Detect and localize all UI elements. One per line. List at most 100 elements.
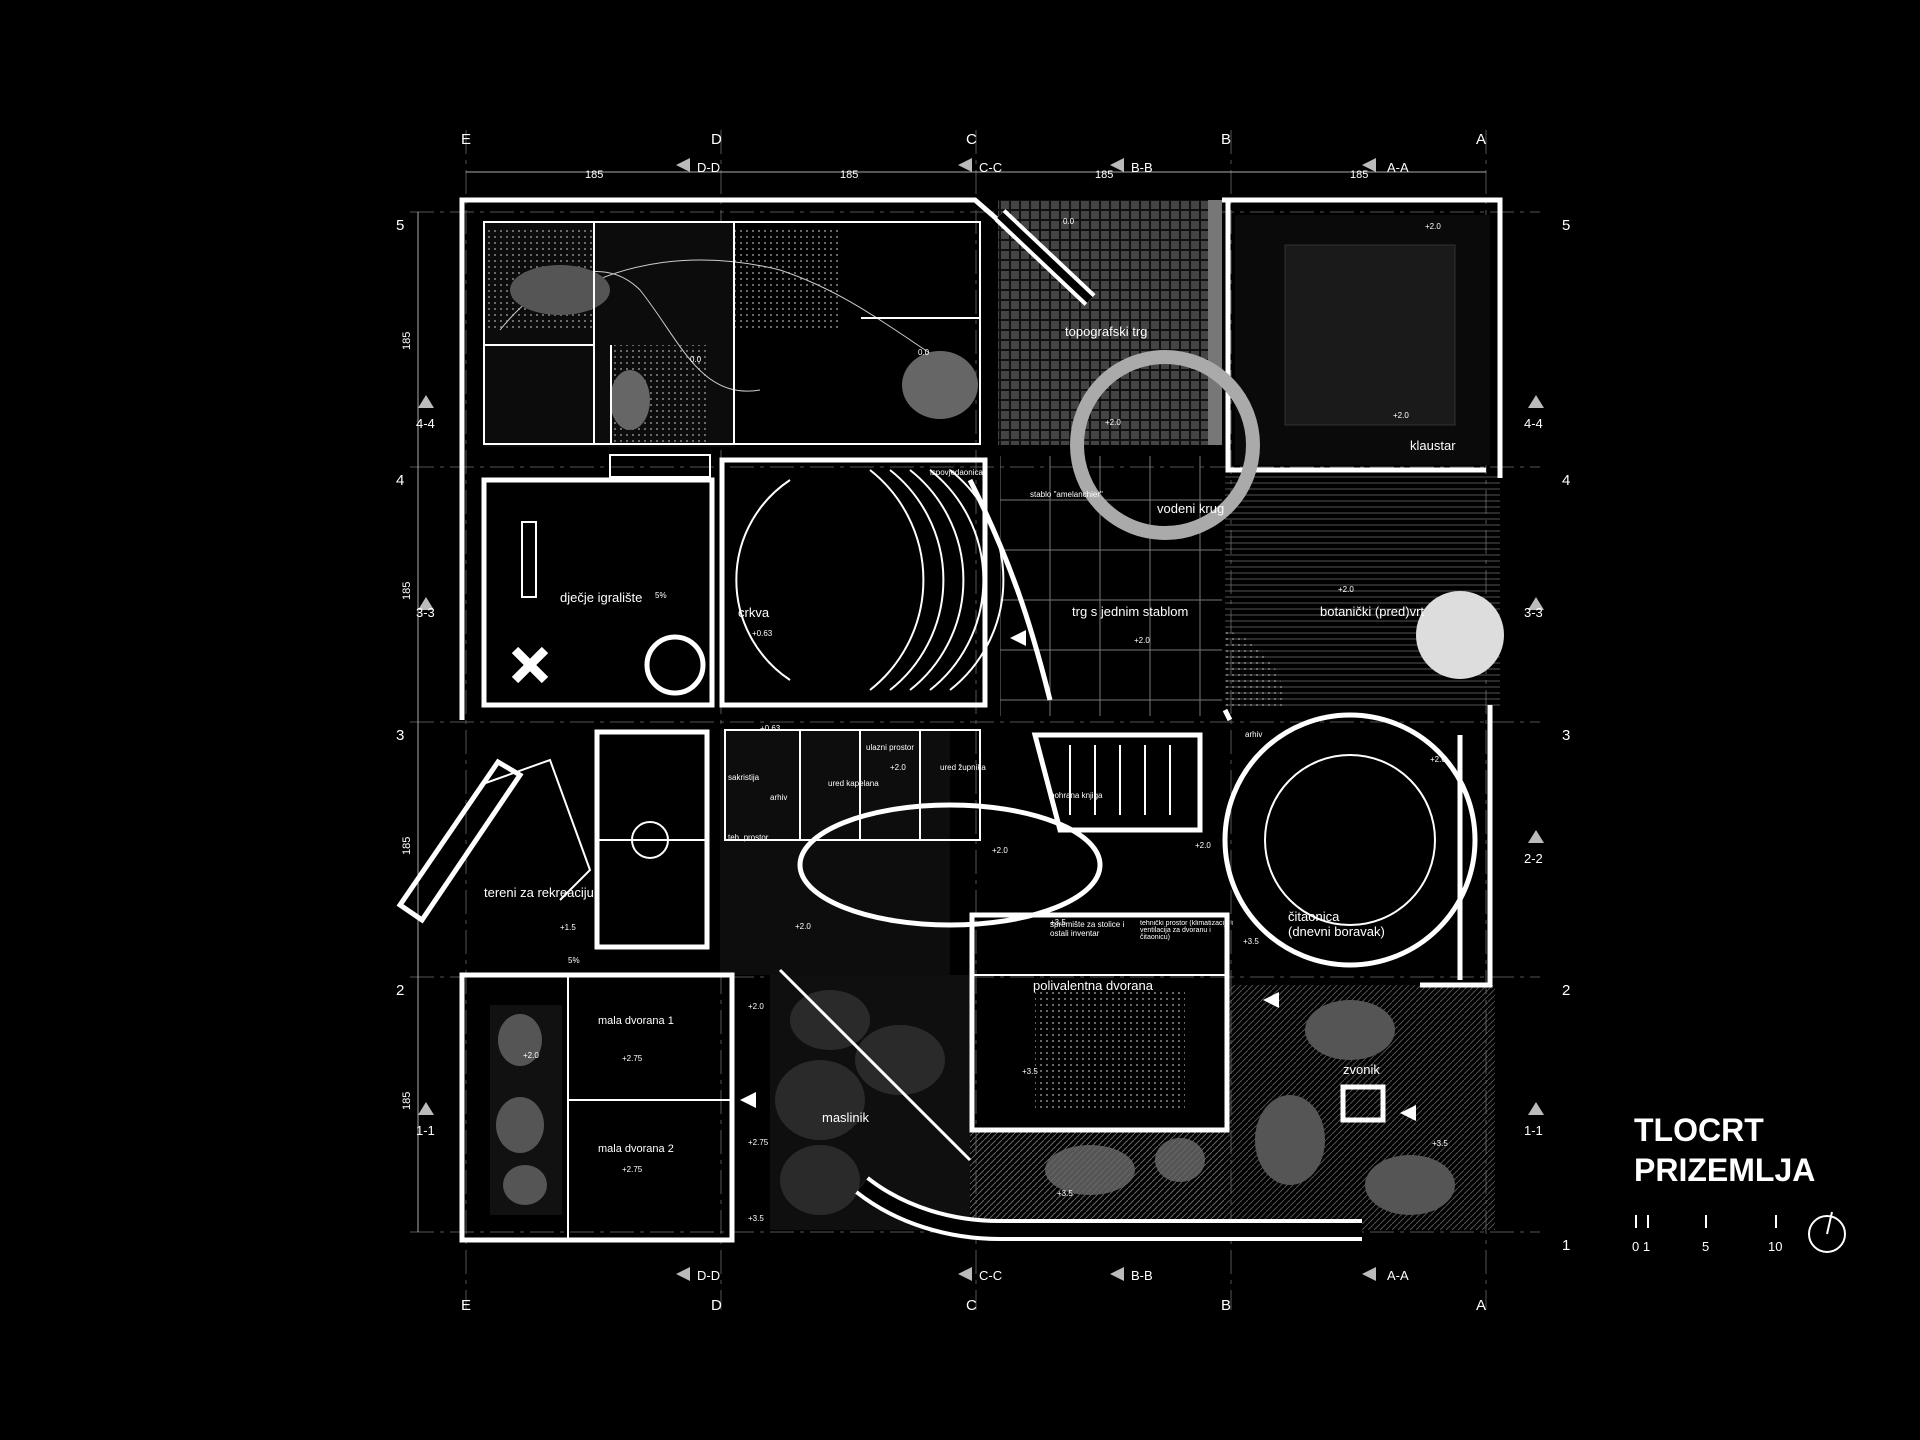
title-line-2: PRIZEMLJA xyxy=(1634,1152,1815,1188)
level-275-b: +2.75 xyxy=(622,1165,643,1174)
level-20-j: +2.0 xyxy=(795,922,811,931)
level-35-d: +3.5 xyxy=(1057,1189,1073,1198)
level-063-b: +0.63 xyxy=(760,724,781,733)
dim-left-1: 185 xyxy=(401,332,413,350)
label-arhiv-2: arhiv xyxy=(1245,730,1262,739)
dim-top-3: 185 xyxy=(1095,169,1113,181)
walls xyxy=(396,197,1503,1243)
row-label-5: 5 xyxy=(396,217,404,234)
label-ured-zupnika: ured župnika xyxy=(940,763,986,772)
label-sakristija: sakristija xyxy=(728,773,760,782)
dim-left-4: 185 xyxy=(401,1092,413,1110)
level-20-g: +2.0 xyxy=(1430,755,1446,764)
section-33-right: 3-3 xyxy=(1524,605,1543,620)
level-20-l: +2.0 xyxy=(523,1051,539,1060)
label-crkva: crkva xyxy=(738,605,770,620)
level-35-c: +3.5 xyxy=(1022,1067,1038,1076)
label-mala-dvorana-2: mala dvorana 2 xyxy=(598,1143,674,1155)
level-063-a: +0.63 xyxy=(752,629,773,638)
label-arhiv: arhiv xyxy=(770,793,787,802)
axis-labels: E D C B A E D C B A 5 4 3 2 5 4 3 2 1 xyxy=(396,131,1570,1314)
row-label-4-right: 4 xyxy=(1562,472,1570,489)
level-pct-b: 5% xyxy=(568,956,580,965)
dim-left-2: 185 xyxy=(401,582,413,600)
level-35-f: +3.5 xyxy=(748,1214,764,1223)
section-33-left: 3-3 xyxy=(416,605,435,620)
level-00-c: 0.0 xyxy=(690,355,702,364)
col-label-b-bottom: B xyxy=(1221,1297,1231,1314)
row-label-2: 2 xyxy=(396,982,404,999)
col-label-c-bottom: C xyxy=(966,1297,977,1314)
level-35-b: +3.5 xyxy=(1243,937,1259,946)
level-20-f: +2.0 xyxy=(890,763,906,772)
section-dd-bottom: D-D xyxy=(697,1268,720,1283)
level-20-i: +2.0 xyxy=(1195,841,1211,850)
section-markers: D-D C-C B-B A-A D-D C-C B-B A-A 4-4 3-3 … xyxy=(416,158,1544,1283)
section-44-right: 4-4 xyxy=(1524,416,1543,431)
level-20-b: +2.0 xyxy=(1105,418,1121,427)
section-11-left: 1-1 xyxy=(416,1123,435,1138)
room-labels: topografski trg klaustar vodeni krug sta… xyxy=(484,324,1456,1155)
row-label-1-right: 1 xyxy=(1562,1237,1570,1254)
level-20-e: +2.0 xyxy=(1338,585,1354,594)
label-topografski-trg: topografski trg xyxy=(1065,324,1147,339)
entrance-arrows xyxy=(740,630,1416,1121)
section-11-right: 1-1 xyxy=(1524,1123,1543,1138)
level-20-a: +2.0 xyxy=(1425,222,1441,231)
level-275-c: +2.75 xyxy=(748,1138,769,1147)
level-20-h: +2.0 xyxy=(992,846,1008,855)
north-arrow-icon xyxy=(1808,1215,1846,1253)
dim-top-1: 185 xyxy=(585,169,603,181)
scale-label-0: 0 1 xyxy=(1632,1239,1650,1254)
col-label-c: C xyxy=(966,131,977,148)
col-label-e-bottom: E xyxy=(461,1297,471,1314)
level-pct-a: 5% xyxy=(655,591,667,600)
row-label-4: 4 xyxy=(396,472,404,489)
label-ispovjedaonica: ispovjedaonica xyxy=(930,468,983,477)
title-block: TLOCRT PRIZEMLJA 0 1 5 10 xyxy=(1632,1112,1846,1254)
label-zvonik: zvonik xyxy=(1343,1062,1380,1077)
label-spremiste: spremište za stolice i ostali inventar xyxy=(1050,920,1124,938)
col-label-d-bottom: D xyxy=(711,1297,722,1314)
label-mala-dvorana-1: mala dvorana 1 xyxy=(598,1015,674,1027)
label-polivalentna: polivalentna dvorana xyxy=(1033,978,1154,993)
label-pohrana-knjiga: pohrana knjiga xyxy=(1050,791,1103,800)
label-vodeni-krug: vodeni krug xyxy=(1157,501,1224,516)
dim-top-2: 185 xyxy=(840,169,858,181)
scale-label-10: 10 xyxy=(1768,1239,1782,1254)
label-klaustar: klaustar xyxy=(1410,438,1456,453)
col-label-b: B xyxy=(1221,131,1231,148)
level-20-c: +2.0 xyxy=(1393,411,1409,420)
level-35-e: +3.5 xyxy=(1432,1139,1448,1148)
section-aa-bottom: A-A xyxy=(1387,1268,1409,1283)
level-35-a: +3.5 xyxy=(1050,918,1066,927)
row-label-3: 3 xyxy=(396,727,404,744)
label-teh-prostor: teh. prostor xyxy=(728,833,769,842)
col-label-d: D xyxy=(711,131,722,148)
row-label-2-right: 2 xyxy=(1562,982,1570,999)
section-aa-top: A-A xyxy=(1387,160,1409,175)
section-dd-top: D-D xyxy=(697,160,720,175)
label-tehnicki: tehnički prostor (klimatizacija i ventil… xyxy=(1140,920,1233,941)
level-markers: 0.0 +2.0 +2.0 +2.0 0.0 0.0 +0.63 +0.63 +… xyxy=(523,217,1448,1223)
row-label-5-right: 5 xyxy=(1562,217,1570,234)
title-line-1: TLOCRT xyxy=(1634,1112,1764,1148)
level-20-k: +2.0 xyxy=(748,1002,764,1011)
section-bb-bottom: B-B xyxy=(1131,1268,1153,1283)
dim-left-3: 185 xyxy=(401,837,413,855)
label-trg-s-jednim-stablom: trg s jednim stablom xyxy=(1072,604,1188,619)
label-maslinik: maslinik xyxy=(822,1110,869,1125)
dimension-lines: 185 185 185 185 185 185 185 185 xyxy=(401,169,1486,1232)
level-00-b: 0.0 xyxy=(918,348,930,357)
label-ured-kapelana: ured kapelana xyxy=(828,779,879,788)
col-label-e: E xyxy=(461,131,471,148)
section-cc-top: C-C xyxy=(979,160,1002,175)
level-15: +1.5 xyxy=(560,923,576,932)
label-stablo: stablo "amelanchier" xyxy=(1030,490,1103,499)
section-44-left: 4-4 xyxy=(416,416,435,431)
section-22-right: 2-2 xyxy=(1524,851,1543,866)
label-tereni: tereni za rekreaciju xyxy=(484,885,594,900)
scale-label-5: 5 xyxy=(1702,1239,1709,1254)
section-cc-bottom: C-C xyxy=(979,1268,1002,1283)
